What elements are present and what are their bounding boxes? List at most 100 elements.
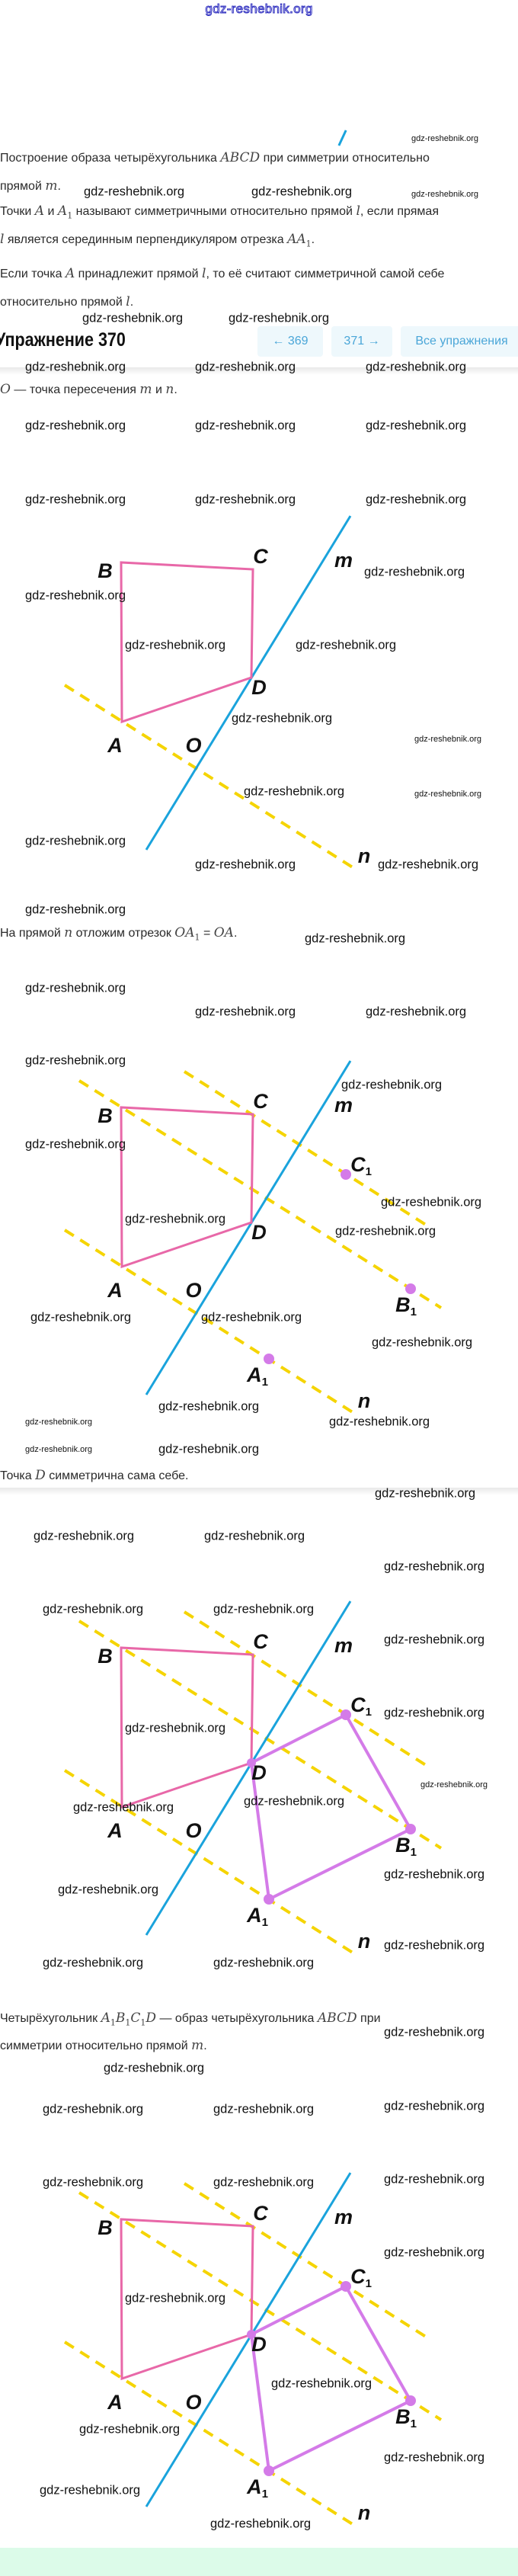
text-segment: и <box>44 205 58 218</box>
math-symbol: OA <box>213 925 234 940</box>
watermark: gdz-reshebnik.org <box>232 711 333 726</box>
math-symbol: A <box>34 203 45 219</box>
site-link[interactable]: gdz-reshebnik.org <box>205 2 313 17</box>
quadrilateral-abcd <box>120 1646 254 1809</box>
line-m <box>145 515 352 851</box>
point-b1 <box>405 1824 416 1834</box>
watermark: gdz-reshebnik.org <box>25 1445 93 1454</box>
label-n: n <box>358 2501 371 2524</box>
watermark: gdz-reshebnik.org <box>43 2175 144 2190</box>
label-d: D <box>251 676 267 699</box>
watermark: gdz-reshebnik.org <box>213 2102 315 2116</box>
watermark: gdz-reshebnik.org <box>125 1721 226 1735</box>
watermark: gdz-reshebnik.org <box>229 311 330 325</box>
intro-line: Построение образа четырёхугольника ABCD … <box>0 150 430 165</box>
math-symbol: ABCD <box>220 150 261 165</box>
watermark: gdz-reshebnik.org <box>210 2517 312 2531</box>
watermark: gdz-reshebnik.org <box>195 360 296 374</box>
watermark: gdz-reshebnik.org <box>213 1956 315 1970</box>
math-symbol: m <box>45 178 58 194</box>
text-segment: . <box>311 233 315 246</box>
watermark: gdz-reshebnik.org <box>43 1602 144 1616</box>
watermark: gdz-reshebnik.org <box>364 565 465 579</box>
intro-line: Точки A и A1 называют симметричными отно… <box>0 203 439 220</box>
line-n <box>63 2341 357 2527</box>
watermark: gdz-reshebnik.org <box>213 2175 315 2190</box>
watermark: gdz-reshebnik.org <box>384 2450 485 2465</box>
watermark: gdz-reshebnik.org <box>244 784 345 799</box>
watermark: gdz-reshebnik.org <box>213 1602 315 1616</box>
watermark: gdz-reshebnik.org <box>125 2291 226 2305</box>
all-exercises-button[interactable]: Все упражнения <box>401 326 518 357</box>
watermark: gdz-reshebnik.org <box>271 2376 373 2391</box>
watermark: gdz-reshebnik.org <box>34 1529 135 1543</box>
prev-exercise-button[interactable]: ← 369 <box>257 326 323 357</box>
label-b: B <box>98 1645 113 1668</box>
watermark: gdz-reshebnik.org <box>204 1529 305 1543</box>
watermark: gdz-reshebnik.org <box>195 857 296 872</box>
watermark: gdz-reshebnik.org <box>366 418 467 433</box>
watermark: gdz-reshebnik.org <box>201 1310 302 1325</box>
text-segment: Четырёхугольник <box>0 2012 101 2025</box>
watermark: gdz-reshebnik.org <box>375 1486 476 1501</box>
watermark: gdz-reshebnik.org <box>104 2061 205 2075</box>
label-a: A <box>107 1279 123 1302</box>
text-segment: На прямой <box>0 927 65 940</box>
watermark: gdz-reshebnik.org <box>73 1800 174 1815</box>
watermark: gdz-reshebnik.org <box>125 1212 226 1226</box>
label-a1: A1 <box>246 2475 268 2501</box>
watermark: gdz-reshebnik.org <box>384 1706 485 1720</box>
point-c1 <box>341 1709 351 1720</box>
label-c: C <box>253 1630 268 1653</box>
label-a: A <box>107 1819 123 1842</box>
label-a: A <box>107 734 123 757</box>
watermark: gdz-reshebnik.org <box>244 1794 345 1809</box>
line-m <box>145 2172 352 2507</box>
math-symbol: ABCD <box>317 2010 357 2026</box>
math-symbol: A1 <box>101 2010 116 2028</box>
label-a: A <box>107 2391 123 2414</box>
line-n <box>63 1769 357 1956</box>
step-text: O — точка пересечения m и n. <box>0 382 177 397</box>
watermark: gdz-reshebnik.org <box>25 492 126 507</box>
watermark: gdz-reshebnik.org <box>384 1559 485 1574</box>
watermark: gdz-reshebnik.org <box>195 492 296 507</box>
intro-line: l является серединным перпендикуляром от… <box>0 232 315 248</box>
watermark: gdz-reshebnik.org <box>25 588 126 603</box>
next-exercise-button[interactable]: 371 → <box>331 326 392 357</box>
watermark: gdz-reshebnik.org <box>372 1335 473 1350</box>
text-segment: = <box>200 927 214 940</box>
label-a1: A1 <box>246 1904 268 1929</box>
label-o: O <box>185 734 201 757</box>
label-b1: B1 <box>395 1834 417 1859</box>
watermark: gdz-reshebnik.org <box>84 184 185 199</box>
watermark: gdz-reshebnik.org <box>25 981 126 995</box>
label-d: D <box>251 1761 267 1784</box>
label-c1: C1 <box>350 1153 372 1178</box>
label-c1: C1 <box>350 2265 372 2290</box>
label-c1: C1 <box>350 1693 372 1719</box>
watermark: gdz-reshebnik.org <box>305 931 406 946</box>
text-segment: . <box>57 180 61 193</box>
label-o: O <box>185 2391 201 2414</box>
text-segment: Если точка <box>0 268 66 280</box>
label-o: O <box>185 1279 201 1302</box>
text-segment: Точки <box>0 205 35 218</box>
text-segment: , то её считают симметричной самой себе <box>206 268 445 280</box>
watermark: gdz-reshebnik.org <box>251 184 353 199</box>
watermark: gdz-reshebnik.org <box>378 857 479 872</box>
point-d <box>247 2330 256 2339</box>
line-n <box>63 1229 357 1415</box>
divider <box>0 367 518 375</box>
watermark: gdz-reshebnik.org <box>414 790 482 799</box>
math-symbol: C1 <box>130 2010 146 2028</box>
math-symbol: m <box>139 382 152 397</box>
intro-line: Если точка A принадлежит прямой l, то её… <box>0 266 444 281</box>
watermark: gdz-reshebnik.org <box>381 1195 482 1210</box>
perpendicular-through-b <box>78 1620 443 1850</box>
watermark: gdz-reshebnik.org <box>414 735 482 744</box>
watermark: gdz-reshebnik.org <box>43 2102 144 2116</box>
label-c: C <box>253 2202 268 2225</box>
